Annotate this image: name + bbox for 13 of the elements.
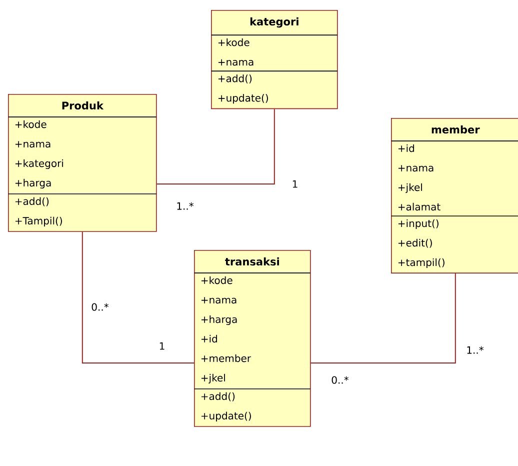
multiplicity-label: 0..*: [332, 376, 349, 384]
class-box: member +id +nama +jkel +alamat +input() +edit() +tampil(): [391, 118, 518, 274]
multiplicity-label: 0..*: [92, 303, 109, 311]
association-line: [310, 272, 456, 364]
association-line: [156, 108, 275, 184]
multiplicity-label: 1: [292, 180, 298, 188]
association-line: [82, 231, 194, 364]
multiplicity-label: 1..*: [177, 202, 194, 210]
multiplicity-label: 1: [160, 342, 164, 350]
multiplicity-label: 1..*: [467, 346, 484, 354]
class-box: kategori +kode +nama +add() +update(): [211, 10, 338, 110]
class-box: Produk +kode +nama +kategori +harga +add() +Tampil(): [8, 94, 157, 232]
class-box: transaksi +kode +nama +harga +id +member +jkel +add() +update(): [194, 250, 311, 427]
